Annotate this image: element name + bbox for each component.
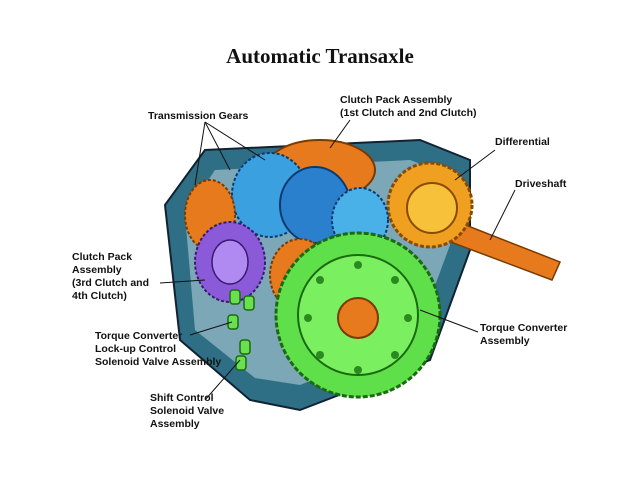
label-line: Assembly	[72, 264, 122, 276]
label-clutch-pack-3-4: Clutch Pack Assembly (3rd Clutch and 4th…	[72, 251, 149, 303]
diagram-title: Automatic Transaxle	[226, 44, 414, 68]
label-driveshaft: Driveshaft	[515, 178, 567, 190]
label-line: Torque Converter	[480, 322, 568, 334]
label-line: 4th Clutch)	[72, 290, 127, 302]
label-torque-converter: Torque Converter Assembly	[480, 322, 567, 348]
differential-housing	[406, 182, 458, 234]
label-line: Assembly	[480, 335, 530, 347]
leader-lines	[159, 119, 516, 401]
label-line: Clutch Pack Assembly	[340, 94, 453, 106]
label-line: Shift Control	[150, 392, 214, 404]
label-clutch-pack-1-2: Clutch Pack Assembly (1st Clutch and 2nd…	[340, 94, 477, 120]
label-line: Solenoid Valve Assembly	[95, 356, 222, 368]
label-transmission-gears: Transmission Gears	[148, 110, 249, 122]
converter-bolts	[304, 261, 412, 374]
label-line: (1st Clutch and 2nd Clutch)	[340, 107, 477, 119]
label-line: Torque Converter	[95, 330, 183, 342]
label-line: (3rd Clutch and	[72, 277, 150, 289]
label-shift-solenoid: Shift Control Solenoid Valve Assembly	[150, 392, 224, 431]
label-differential: Differential	[495, 136, 550, 148]
solenoid-valves	[227, 289, 255, 371]
label-line: Assembly	[150, 418, 200, 430]
label-line: Solenoid Valve	[150, 405, 225, 417]
label-lockup-solenoid: Torque Converter Lock-up Control Solenoi…	[95, 330, 221, 369]
converter-hub	[337, 297, 379, 339]
label-line: Lock-up Control	[95, 343, 177, 355]
label-line: Clutch Pack	[72, 251, 133, 263]
